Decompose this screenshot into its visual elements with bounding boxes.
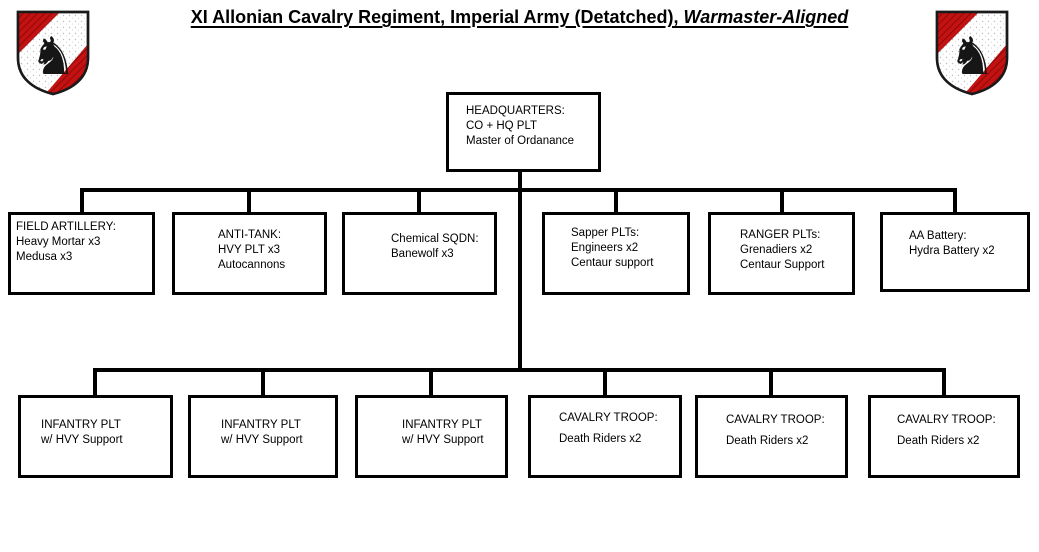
connector-support-drop-4 (614, 192, 618, 212)
unit-line: Grenadiers x2 (740, 244, 813, 256)
org-box-cavalry-troop-2: CAVALRY TROOP: Death Riders x2 (695, 395, 848, 478)
connector-support-drop-1 (80, 192, 84, 212)
unit-line: w/ HVY Support (41, 434, 123, 446)
unit-line: Heavy Mortar x3 (16, 236, 101, 248)
unit-line: CO + HQ PLT (466, 120, 538, 132)
connector-support-drop-3 (417, 192, 421, 212)
connector-support-drop-6 (953, 192, 957, 212)
unit-line: w/ HVY Support (221, 434, 303, 446)
org-box-anti-tank: ANTI-TANK: HVY PLT x3 Autocannons (172, 212, 327, 295)
unit-line: CAVALRY TROOP: (559, 412, 658, 424)
unit-line: CAVALRY TROOP: (897, 414, 996, 426)
unit-line: Centaur support (571, 257, 654, 269)
unit-line: HEADQUARTERS: (466, 105, 565, 117)
connector-line-drop-2 (261, 372, 265, 395)
unit-line: Chemical SQDN: (391, 233, 479, 245)
org-box-field-artillery: FIELD ARTILLERY: Heavy Mortar x3 Medusa … (8, 212, 155, 295)
unit-line: Engineers x2 (571, 242, 639, 254)
unit-line: w/ HVY Support (402, 434, 484, 446)
connector-hq-stem (518, 172, 522, 372)
org-box-sapper-plts: Sapper PLTs: Engineers x2 Centaur suppor… (542, 212, 690, 295)
unit-line: ANTI-TANK: (218, 229, 282, 241)
org-box-cavalry-troop-1: CAVALRY TROOP: Death Riders x2 (528, 395, 682, 478)
unit-line: HVY PLT x3 (218, 244, 281, 256)
unit-line: INFANTRY PLT (41, 419, 121, 431)
org-box-ranger-plts: RANGER PLTs: Grenadiers x2 Centaur Suppo… (708, 212, 855, 295)
unit-line: RANGER PLTs: (740, 229, 821, 241)
unit-line: Banewolf x3 (391, 248, 454, 260)
unit-line: Autocannons (218, 259, 286, 271)
org-box-cavalry-troop-3: CAVALRY TROOP: Death Riders x2 (868, 395, 1020, 478)
unit-line: AA Battery: (909, 230, 967, 242)
org-box-aa-battery: AA Battery: Hydra Battery x2 (880, 212, 1030, 292)
page-title-emphasis: Warmaster-Aligned (683, 7, 849, 27)
org-box-chemical-sqdn: Chemical SQDN: Banewolf x3 (342, 212, 497, 295)
unit-line: INFANTRY PLT (402, 419, 482, 431)
connector-line-bus (93, 368, 946, 372)
unit-line: Death Riders x2 (897, 435, 980, 447)
connector-line-drop-6 (942, 372, 946, 395)
unit-line: Centaur Support (740, 259, 825, 271)
connector-support-bus (80, 188, 957, 192)
page-title: XI Allonian Cavalry Regiment, Imperial A… (0, 7, 1039, 28)
unit-line: Master of Ordanance (466, 135, 575, 147)
connector-support-drop-5 (780, 192, 784, 212)
org-box-infantry-plt-3: INFANTRY PLT w/ HVY Support (355, 395, 508, 478)
page-title-main: XI Allonian Cavalry Regiment, Imperial A… (190, 7, 684, 27)
unit-line: Sapper PLTs: (571, 227, 640, 239)
unit-line: Medusa x3 (16, 251, 73, 263)
unit-line: FIELD ARTILLERY: (16, 221, 116, 233)
unit-line: INFANTRY PLT (221, 419, 301, 431)
unit-line: Hydra Battery x2 (909, 245, 995, 257)
connector-line-drop-1 (93, 372, 97, 395)
org-box-infantry-plt-1: INFANTRY PLT w/ HVY Support (18, 395, 173, 478)
connector-line-drop-4 (603, 372, 607, 395)
connector-line-drop-5 (769, 372, 773, 395)
connector-line-drop-3 (429, 372, 433, 395)
unit-line: Death Riders x2 (726, 435, 809, 447)
org-box-infantry-plt-2: INFANTRY PLT w/ HVY Support (188, 395, 338, 478)
unit-line: Death Riders x2 (559, 433, 642, 445)
connector-support-drop-2 (247, 192, 251, 212)
org-box-headquarters: HEADQUARTERS: CO + HQ PLT Master of Orda… (446, 92, 601, 172)
unit-line: CAVALRY TROOP: (726, 414, 825, 426)
